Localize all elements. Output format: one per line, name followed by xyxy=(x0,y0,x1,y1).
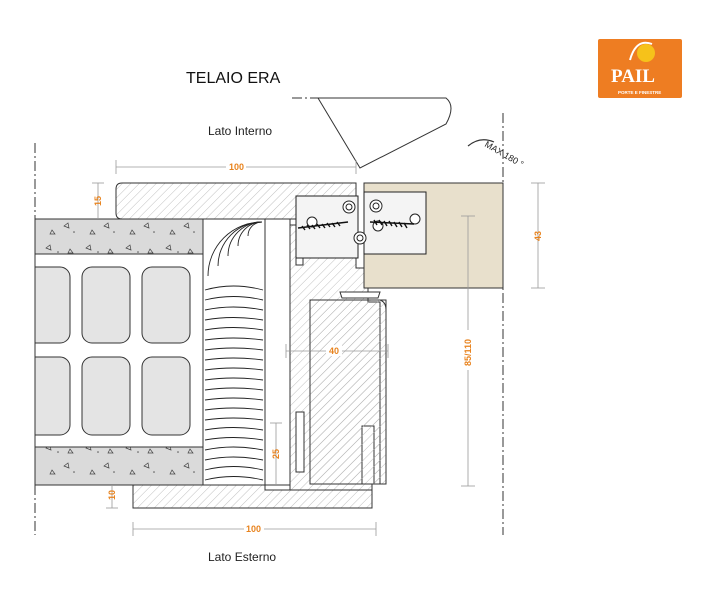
max-opening-label: MAX 180 ° xyxy=(483,139,526,169)
open-leaf-outline xyxy=(317,97,452,169)
dim-leaf-height: 43 xyxy=(533,231,543,241)
dim-door-thickness: 85/110 xyxy=(463,339,473,366)
logo-tagline: PORTE E FINESTRE xyxy=(618,90,661,95)
dim-frame-depth: 40 xyxy=(329,346,339,356)
dim-top-band: 15 xyxy=(93,196,103,206)
drawing-title: TELAIO ERA xyxy=(186,70,281,87)
wall-bottom-band xyxy=(34,446,204,486)
screw-icon xyxy=(297,219,415,231)
inner-side-label: Lato Interno xyxy=(208,124,272,138)
logo-brand: PAIL xyxy=(611,66,655,87)
hinge-icon xyxy=(295,191,427,259)
swing-arc xyxy=(467,139,495,147)
wood-subframe xyxy=(202,218,266,486)
sun-icon xyxy=(637,44,655,62)
pail-logo: PAIL PORTE E FINESTRE xyxy=(598,39,682,98)
dim-top-width: 100 xyxy=(229,162,244,172)
door-leaf xyxy=(309,299,387,485)
dim-bottom-band: 10 xyxy=(107,490,117,500)
wall-top-band xyxy=(34,218,204,255)
dim-gap: 25 xyxy=(271,449,281,459)
outer-side-label: Lato Esterno xyxy=(208,550,276,564)
dim-bottom-width: 100 xyxy=(246,524,261,534)
